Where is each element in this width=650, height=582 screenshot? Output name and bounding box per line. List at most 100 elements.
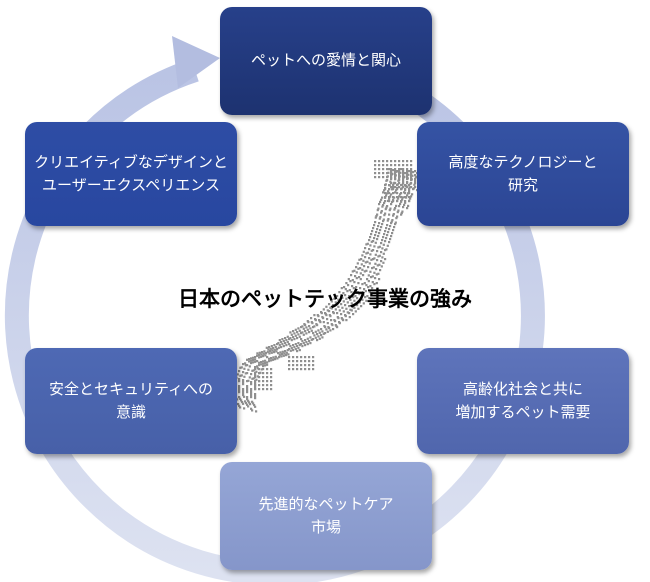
map-dot — [300, 338, 303, 341]
map-dot — [286, 349, 289, 352]
map-dot — [395, 204, 398, 207]
map-dot — [366, 278, 369, 281]
map-dot — [269, 347, 272, 350]
map-dot — [275, 350, 278, 353]
map-dot — [238, 387, 241, 390]
map-dot — [412, 188, 415, 191]
map-dot — [358, 293, 361, 296]
map-dot — [312, 364, 315, 367]
map-dot — [362, 259, 365, 262]
map-dot — [296, 360, 299, 363]
map-dot — [325, 328, 328, 331]
map-dot — [289, 349, 292, 352]
map-dot — [369, 270, 372, 273]
map-dot — [252, 356, 255, 359]
map-dot — [254, 376, 257, 379]
map-dot — [365, 299, 368, 302]
map-dot — [292, 344, 295, 347]
map-dot — [266, 384, 269, 387]
map-dot — [394, 223, 397, 226]
map-dot — [298, 344, 301, 347]
map-dot — [254, 372, 257, 375]
map-dot — [370, 240, 373, 243]
map-dot — [359, 278, 362, 281]
japan-map-dots — [234, 160, 421, 413]
map-dot — [361, 283, 364, 286]
map-dot — [318, 337, 321, 340]
map-dot — [372, 249, 375, 252]
map-dot — [338, 291, 341, 294]
map-dot — [400, 212, 403, 215]
map-dot — [359, 272, 362, 275]
map-dot — [296, 364, 299, 367]
map-dot — [401, 210, 404, 213]
map-dot — [407, 204, 410, 207]
map-dot — [258, 376, 261, 379]
map-dot — [363, 270, 366, 273]
map-dot — [272, 356, 275, 359]
map-dot — [242, 371, 245, 374]
map-dot — [320, 312, 323, 315]
map-dot — [326, 330, 329, 333]
map-dot — [344, 304, 347, 307]
map-dot — [280, 346, 283, 349]
map-dot — [408, 190, 411, 193]
map-dot — [384, 188, 387, 191]
map-dot — [366, 242, 369, 245]
map-dot — [322, 332, 325, 335]
map-dot — [392, 198, 395, 201]
map-dot — [398, 172, 401, 175]
map-dot — [380, 260, 383, 263]
map-dot — [270, 376, 273, 379]
map-dot — [340, 303, 343, 306]
map-dot — [336, 312, 339, 315]
map-dot — [254, 384, 257, 387]
map-dot — [285, 351, 288, 354]
map-dot — [290, 333, 293, 336]
map-dot — [283, 352, 286, 355]
map-dot — [386, 205, 389, 208]
map-dot — [322, 321, 325, 324]
map-dot — [246, 389, 249, 392]
map-dot — [411, 174, 414, 177]
map-dot — [378, 160, 381, 163]
node-creative-design: クリエイティブなデザインと ユーザーエクスペリエンス — [25, 122, 237, 226]
map-dot — [404, 172, 407, 175]
map-dot — [240, 399, 243, 402]
map-dot — [340, 296, 343, 299]
map-dot — [260, 363, 263, 366]
map-dot — [297, 333, 300, 336]
map-dot — [355, 277, 358, 280]
map-dot — [392, 188, 395, 191]
node-security: 安全とセキュリティへの 意識 — [25, 348, 237, 454]
map-dot — [376, 209, 379, 212]
map-dot — [238, 380, 241, 383]
map-dot — [390, 174, 393, 177]
map-dot — [404, 201, 407, 204]
map-dot — [285, 339, 288, 342]
map-dot — [356, 262, 359, 265]
map-dot — [330, 319, 333, 322]
map-dot — [239, 374, 242, 377]
map-dot — [338, 299, 341, 302]
map-dot — [399, 202, 402, 205]
map-dot — [246, 364, 249, 367]
map-dot — [400, 192, 403, 195]
map-dot — [386, 164, 389, 167]
map-dot — [304, 324, 307, 327]
map-dot — [248, 365, 251, 368]
map-dot — [364, 296, 367, 299]
map-dot — [382, 160, 385, 163]
map-dot — [243, 367, 246, 370]
map-dot — [265, 346, 268, 349]
map-dot — [382, 176, 385, 179]
map-dot — [256, 352, 259, 355]
map-dot — [374, 253, 377, 256]
map-dot — [381, 256, 384, 259]
map-dot — [297, 347, 300, 350]
map-dot — [391, 219, 394, 222]
map-dot — [374, 164, 377, 167]
map-dot — [394, 221, 397, 224]
map-dot — [398, 186, 401, 189]
map-dot — [328, 303, 331, 306]
